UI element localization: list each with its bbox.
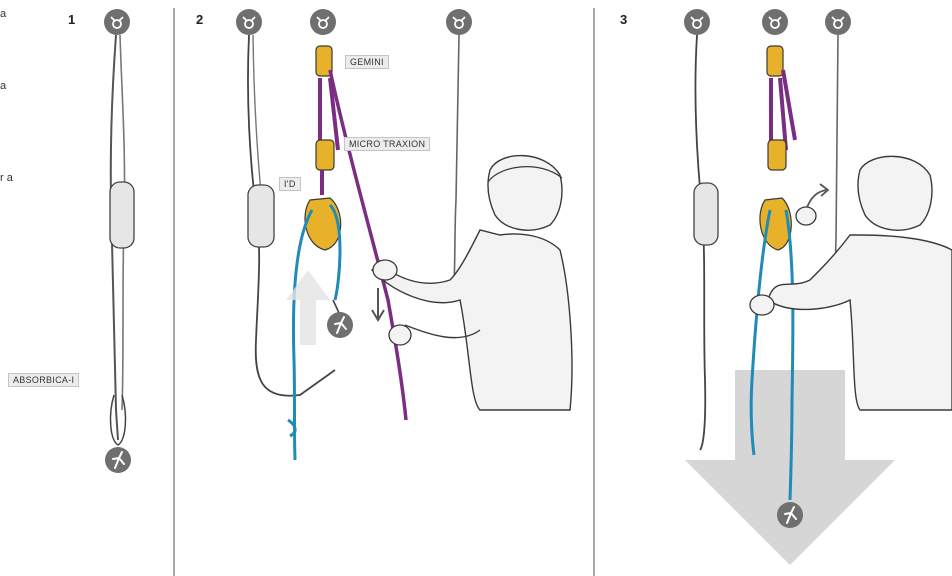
anchor-icon (310, 9, 336, 35)
anchor-icon (825, 9, 851, 35)
harness-icon (327, 312, 353, 338)
panel-2 (236, 9, 572, 460)
anchor-icon (236, 9, 262, 35)
panel-number-2: 2 (196, 12, 203, 27)
backup-rope (452, 35, 459, 300)
label-absorbica: ABSORBICA-I (8, 373, 79, 387)
anchor-icon (104, 9, 130, 35)
anchor-icon (762, 9, 788, 35)
label-micro-traxion: MICRO TRAXION (344, 137, 430, 151)
anchor-icon (684, 9, 710, 35)
panel-1 (104, 9, 134, 473)
micro-traxion (768, 140, 786, 170)
absorbica-shock-absorber (694, 183, 718, 245)
anchor-icon (446, 9, 472, 35)
gemini-pulley (767, 46, 783, 76)
micro-traxion (316, 140, 334, 170)
label-gemini: GEMINI (345, 55, 389, 69)
rescuer-figure (372, 156, 572, 410)
label-id: I'D (279, 177, 301, 191)
panel-3 (684, 9, 952, 565)
side-text-line: r a (0, 172, 13, 184)
id-descender (305, 198, 341, 250)
panel-number-1: 1 (68, 12, 75, 27)
harness-icon (105, 447, 131, 473)
absorbica-shock-absorber (248, 185, 274, 247)
harness-icon (777, 502, 803, 528)
absorbica-shock-absorber (110, 182, 134, 248)
side-text-line: a (0, 80, 6, 92)
panel-number-3: 3 (620, 12, 627, 27)
purple-rope (771, 70, 795, 150)
side-text-line: a (0, 8, 6, 20)
down-arrow-icon (372, 288, 384, 320)
